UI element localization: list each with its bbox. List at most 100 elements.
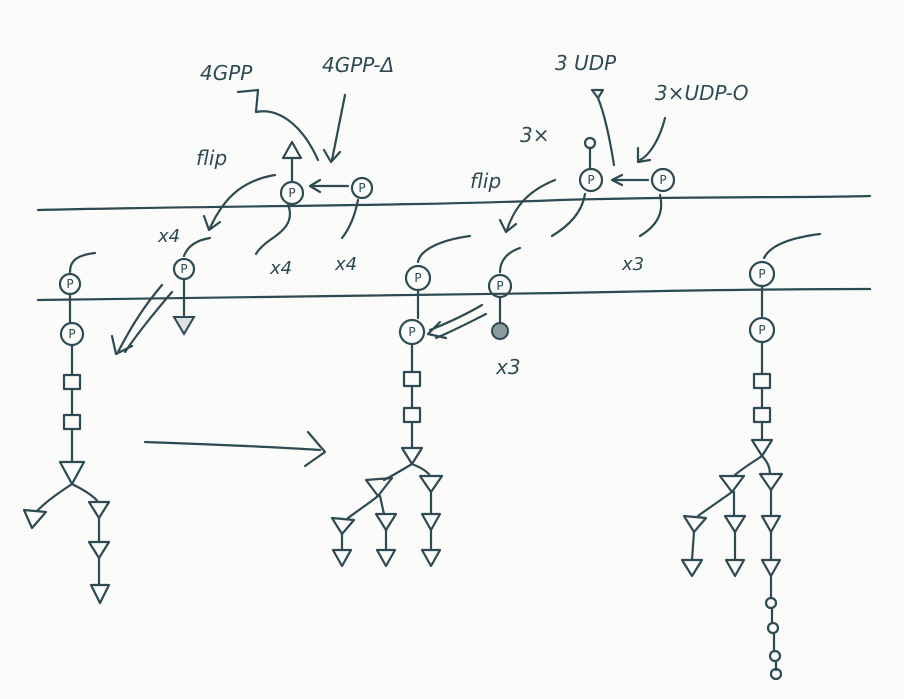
udp-release-arrowhead xyxy=(590,88,605,100)
phosphate-letter: P xyxy=(66,277,73,291)
square-sugar xyxy=(402,406,422,424)
phosphate-letter: P xyxy=(414,271,421,285)
triangle-sugar xyxy=(750,438,774,458)
progression-arrow xyxy=(143,440,322,452)
small-circle-sugar xyxy=(766,621,780,635)
transfer-double-arrow xyxy=(116,283,164,354)
gpp-released-label: 4GPP xyxy=(200,61,253,85)
square-sugar xyxy=(752,372,772,390)
dark-circle-sugar xyxy=(491,322,509,340)
progression-arrowhead xyxy=(303,430,327,468)
triangle-sugar xyxy=(364,476,394,498)
x3-bottom-label: x3 xyxy=(495,355,521,379)
flip-arrow-right xyxy=(505,178,557,232)
triangle-sugar xyxy=(418,474,444,494)
triangle-sugar xyxy=(758,472,784,492)
lipid-tail xyxy=(498,246,522,274)
udp-input-label: 3×UDP-O xyxy=(655,81,748,105)
transfer-double-arrow xyxy=(434,312,488,340)
gpp-release-squiggle xyxy=(236,88,320,162)
triangle-sugar xyxy=(87,540,111,560)
triangle-sugar xyxy=(718,474,746,494)
triangle-sugar xyxy=(680,558,704,578)
branch xyxy=(70,482,100,504)
phosphate-circle xyxy=(350,176,374,200)
phosphate-letter: P xyxy=(358,181,365,195)
lipid-tail xyxy=(254,203,291,256)
gpp-input-arrow xyxy=(330,93,347,162)
dark-triangle xyxy=(172,316,196,336)
phosphate-circle xyxy=(578,167,604,193)
x3-top-label: 3× xyxy=(520,123,549,147)
triangle-sugar xyxy=(400,446,424,466)
transfer-arrowhead xyxy=(110,334,134,356)
triangle-sugar xyxy=(760,514,782,534)
triangle-sugar xyxy=(420,512,442,532)
udp-release-arrow xyxy=(596,96,616,167)
triangle-sugar xyxy=(58,460,86,486)
triangle-sugar xyxy=(724,558,746,578)
phosphate-letter: P xyxy=(758,323,765,337)
triangle-sugar xyxy=(331,548,353,568)
lipid-tail xyxy=(550,192,587,238)
triangle-sugar xyxy=(682,514,708,534)
udp-input-arrowhead xyxy=(636,146,652,164)
lipid-tail xyxy=(416,234,472,264)
udp-small-circle xyxy=(583,136,597,150)
udp-released-label: 3 UDP xyxy=(555,51,617,75)
phosphate-circle xyxy=(279,180,305,206)
small-circle-sugar xyxy=(769,667,783,681)
flip-arrowhead-right xyxy=(498,218,518,234)
branch xyxy=(36,482,74,512)
transfer-arrowhead xyxy=(426,320,448,340)
triangle-sugar xyxy=(375,548,397,568)
phosphate-letter: P xyxy=(180,262,187,276)
gpp-release-triangle xyxy=(281,140,303,160)
triangle-sugar xyxy=(330,516,356,536)
phosphate-letter: P xyxy=(496,279,503,293)
small-circle-sugar xyxy=(764,596,778,610)
transfer-double-arrow xyxy=(123,290,174,354)
phosphate-letter: P xyxy=(288,186,295,200)
x4-label: x4 xyxy=(269,258,292,279)
flip-label-right: flip xyxy=(470,169,501,193)
lipid-tail xyxy=(762,232,822,260)
flip-arrow-left xyxy=(208,173,277,230)
triangle-sugar xyxy=(87,500,111,520)
transfer-arrowhead xyxy=(610,173,624,187)
square-sugar xyxy=(752,406,772,424)
phosphate-letter: P xyxy=(68,327,75,341)
phosphate-circle xyxy=(650,167,676,193)
stem xyxy=(378,494,386,516)
phosphate-letter: P xyxy=(587,173,594,187)
flip-arrowhead-left xyxy=(202,214,222,232)
triangle-sugar xyxy=(22,508,48,530)
phosphate-letter: P xyxy=(408,325,415,339)
x4-label: x4 xyxy=(334,254,357,275)
transfer-arrowhead xyxy=(308,178,322,194)
branch xyxy=(696,490,734,518)
square-sugar xyxy=(62,373,82,391)
triangle-sugar xyxy=(723,514,747,534)
transfer-double-arrow xyxy=(428,303,484,332)
flip-label-left: flip xyxy=(196,146,227,170)
small-circle-sugar xyxy=(768,649,782,663)
lipid-tail xyxy=(182,236,212,258)
square-sugar xyxy=(402,370,422,388)
gpp-input-label: 4GPP-Δ xyxy=(322,53,394,77)
lipid-tail xyxy=(68,251,97,274)
branch xyxy=(760,454,772,476)
lipid-tail xyxy=(340,198,360,240)
lower-membrane-line xyxy=(36,287,872,302)
triangle-sugar xyxy=(374,512,398,532)
triangle-sugar xyxy=(420,548,442,568)
upper-membrane-line xyxy=(36,194,872,212)
triangle-sugar xyxy=(89,583,111,605)
x3-label: x3 xyxy=(621,254,644,275)
branch xyxy=(346,494,380,520)
branch xyxy=(410,462,432,478)
phosphate-letter: P xyxy=(758,267,765,281)
stem xyxy=(690,530,696,562)
gpp-input-arrowhead xyxy=(322,148,342,164)
